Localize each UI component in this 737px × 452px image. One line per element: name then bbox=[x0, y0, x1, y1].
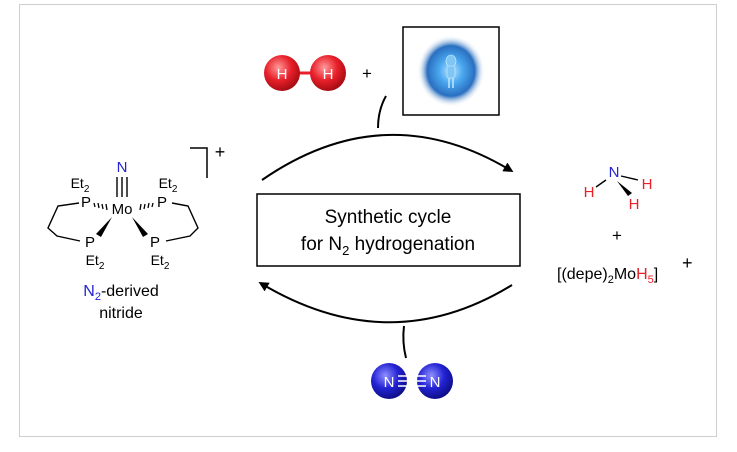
p-lower-right: P bbox=[150, 234, 160, 251]
et2-upper-right: Et2 bbox=[159, 175, 178, 195]
h2-molecule: H H bbox=[264, 55, 346, 91]
et2-lower-right: Et2 bbox=[151, 252, 170, 272]
cycle-label-line1: Synthetic cycle bbox=[325, 207, 452, 228]
reagent-entry-arrow-top bbox=[377, 95, 387, 129]
complex-nitride-n: N bbox=[117, 159, 128, 176]
plus-sign-top: + bbox=[362, 64, 372, 83]
ammonia-product: N H H H bbox=[584, 164, 653, 213]
et2-lower-left: Et2 bbox=[86, 252, 105, 272]
hydride-product: [(depe)2MoH5] bbox=[557, 266, 658, 286]
h2-left-label: H bbox=[277, 66, 288, 83]
charge-bracket bbox=[190, 147, 208, 178]
nitrogen-atom-left bbox=[371, 363, 407, 399]
reagent-entry-arrow-bottom bbox=[402, 325, 407, 359]
upper-cycle-arrow bbox=[261, 133, 514, 181]
n2-molecule: N N bbox=[371, 363, 453, 399]
p-upper-left: P bbox=[81, 194, 91, 211]
complex-caption-line1: N2-derived bbox=[83, 283, 159, 303]
hydrogen-atom-right bbox=[310, 55, 346, 91]
hydrogen-atom-left bbox=[264, 55, 300, 91]
cycle-label-line2: for N2 hydrogenation bbox=[301, 234, 475, 258]
complex-charge: + bbox=[215, 142, 226, 162]
plus-sign-products: + bbox=[612, 226, 622, 245]
complex-caption-line2: nitride bbox=[99, 305, 143, 322]
cycle-label-box: Synthetic cycle for N2 hydrogenation bbox=[256, 193, 521, 267]
nitrogen-atom-right bbox=[417, 363, 453, 399]
ammonia-n: N bbox=[609, 164, 620, 181]
ammonia-h-bottom: H bbox=[629, 196, 640, 213]
ethylene-bridge-right bbox=[165, 202, 199, 242]
ammonia-h-right: H bbox=[642, 176, 653, 193]
p-lower-left: P bbox=[85, 234, 95, 251]
mo-nitride-complex: N Mo Et2 Et2 P P P P bbox=[47, 142, 226, 272]
n2-right-label: N bbox=[430, 374, 441, 391]
lower-cycle-arrow bbox=[258, 281, 513, 324]
p-upper-right: P bbox=[157, 194, 167, 211]
complex-metal-mo: Mo bbox=[112, 201, 133, 218]
ethylene-bridge-left bbox=[47, 202, 81, 242]
h2-right-label: H bbox=[323, 66, 334, 83]
ammonia-h-left: H bbox=[584, 184, 595, 201]
light-bulb-icon bbox=[445, 54, 457, 88]
hydride-charge: + bbox=[682, 253, 693, 273]
et2-upper-left: Et2 bbox=[71, 175, 90, 195]
n2-left-label: N bbox=[384, 374, 395, 391]
light-source-box bbox=[402, 26, 500, 116]
